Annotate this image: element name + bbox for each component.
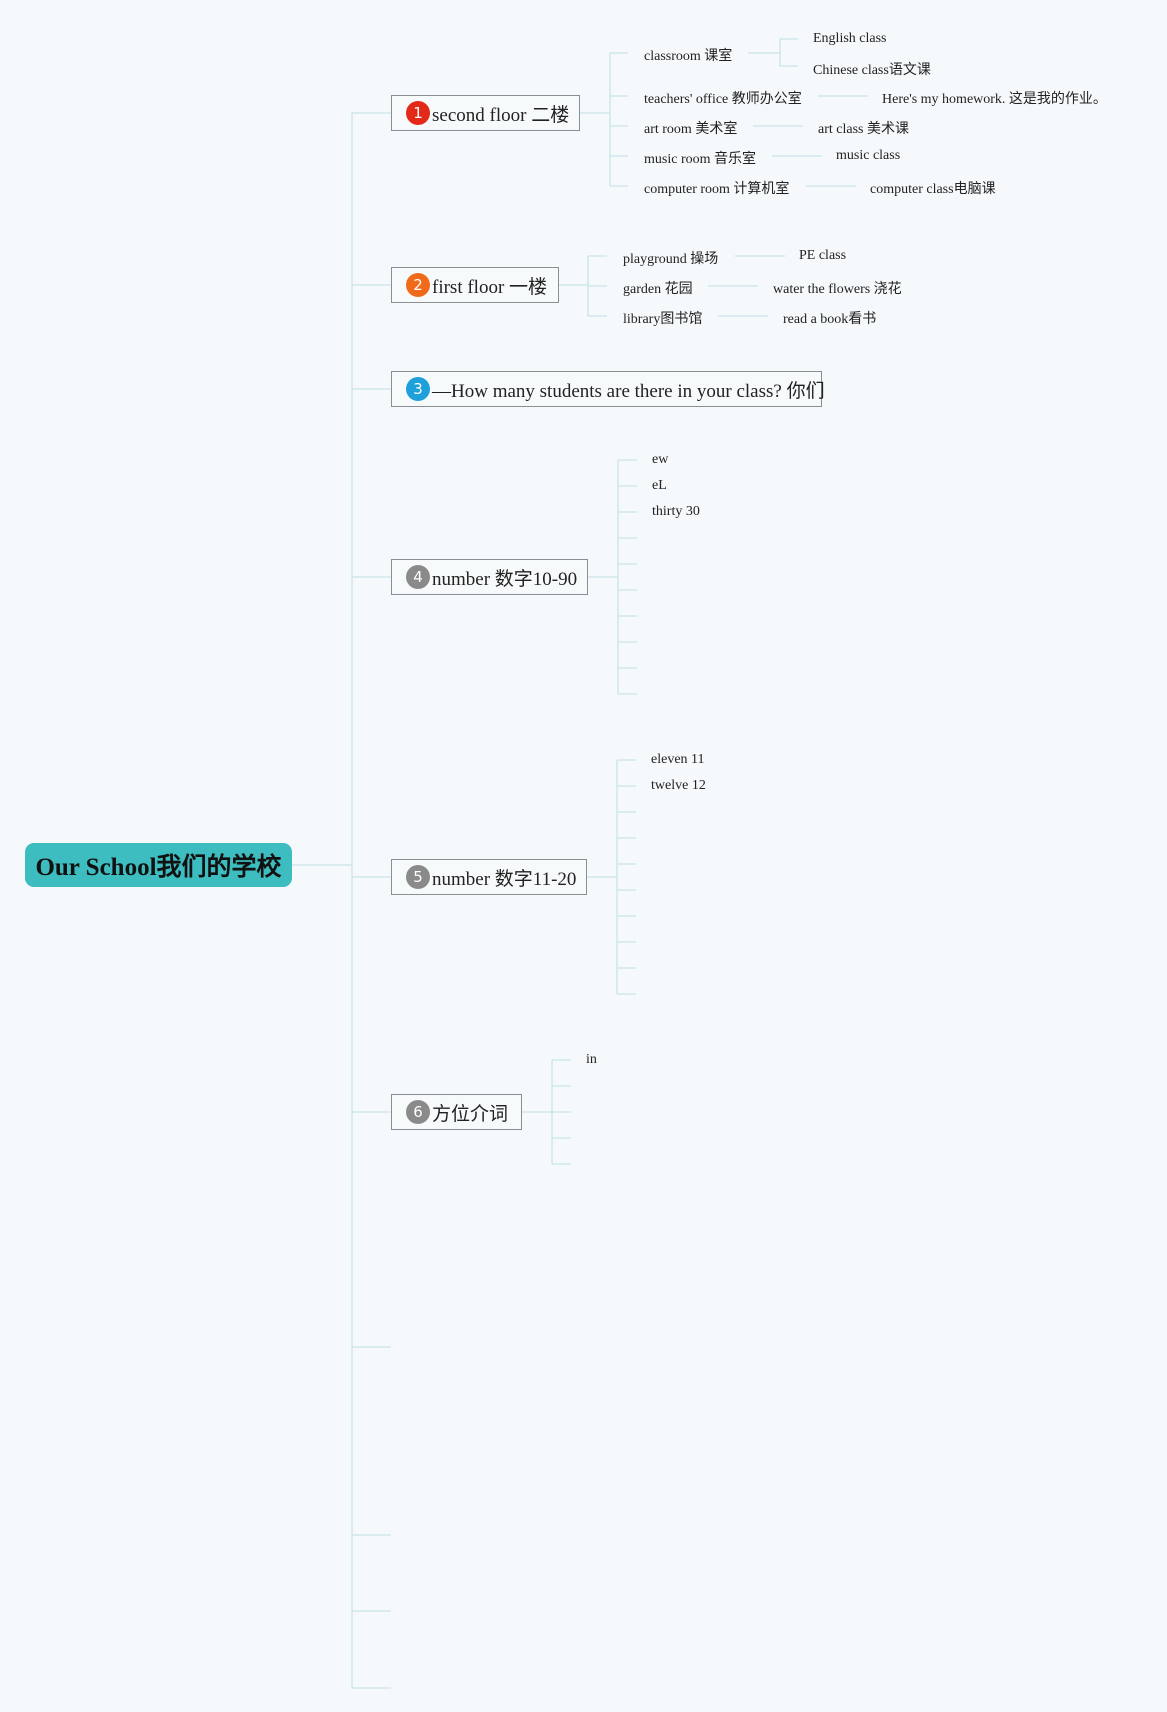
- number-badge-icon: 6: [406, 1100, 430, 1124]
- topic-label: —How many students are there in your cla…: [432, 380, 825, 402]
- topic-prepositions[interactable]: 6 方位介词: [391, 1094, 522, 1130]
- node-read-book[interactable]: read a book看书: [783, 312, 877, 327]
- topic-first-floor[interactable]: 2 first floor 一楼: [391, 267, 559, 303]
- node-computer-class[interactable]: computer class电脑课: [870, 182, 996, 197]
- number-badge-icon: 4: [406, 565, 430, 589]
- node-ew[interactable]: ew: [652, 452, 669, 467]
- node-computer-room[interactable]: computer room 计算机室: [644, 182, 790, 197]
- node-playground[interactable]: playground 操场: [623, 252, 719, 267]
- topic-number-10-90[interactable]: 4 number 数字10-90: [391, 559, 588, 595]
- node-english-class[interactable]: English class: [813, 31, 887, 46]
- node-art-room[interactable]: art room 美术室: [644, 122, 738, 137]
- topic-label: second floor 二楼: [432, 104, 570, 126]
- number-badge-icon: 5: [406, 865, 430, 889]
- node-chinese-class[interactable]: Chinese class语文课: [813, 63, 931, 78]
- number-badge-icon: 2: [406, 273, 430, 297]
- node-classroom[interactable]: classroom 课室: [644, 49, 733, 64]
- node-art-class[interactable]: art class 美术课: [818, 122, 909, 137]
- node-music-class[interactable]: music class: [836, 148, 901, 163]
- node-teachers-office[interactable]: teachers' office 教师办公室: [644, 92, 802, 107]
- node-homework[interactable]: Here's my homework. 这是我的作业。: [882, 92, 1107, 107]
- number-badge-icon: 1: [406, 101, 430, 125]
- node-water-flowers[interactable]: water the flowers 浇花: [773, 282, 902, 297]
- node-pe-class[interactable]: PE class: [799, 248, 847, 263]
- node-garden[interactable]: garden 花园: [623, 282, 693, 297]
- number-badge-icon: 3: [406, 377, 430, 401]
- topic-number-11-20[interactable]: 5 number 数字11-20: [391, 859, 587, 895]
- node-library[interactable]: library图书馆: [623, 312, 703, 327]
- topic-label: number 数字11-20: [432, 868, 577, 890]
- node-in[interactable]: in: [586, 1052, 597, 1067]
- root-topic[interactable]: Our School我们的学校: [25, 843, 292, 887]
- node-el[interactable]: eL: [652, 478, 667, 493]
- topic-label: number 数字10-90: [432, 568, 578, 590]
- topic-label: first floor 一楼: [432, 276, 548, 298]
- topic-how-many-students[interactable]: 3 —How many students are there in your c…: [391, 371, 825, 407]
- node-music-room[interactable]: music room 音乐室: [644, 152, 756, 167]
- topic-second-floor[interactable]: 1 second floor 二楼: [391, 95, 580, 131]
- topic-label: 方位介词: [432, 1103, 509, 1125]
- node-twelve[interactable]: twelve 12: [651, 778, 706, 793]
- node-thirty[interactable]: thirty 30: [652, 504, 700, 519]
- node-eleven[interactable]: eleven 11: [651, 752, 705, 767]
